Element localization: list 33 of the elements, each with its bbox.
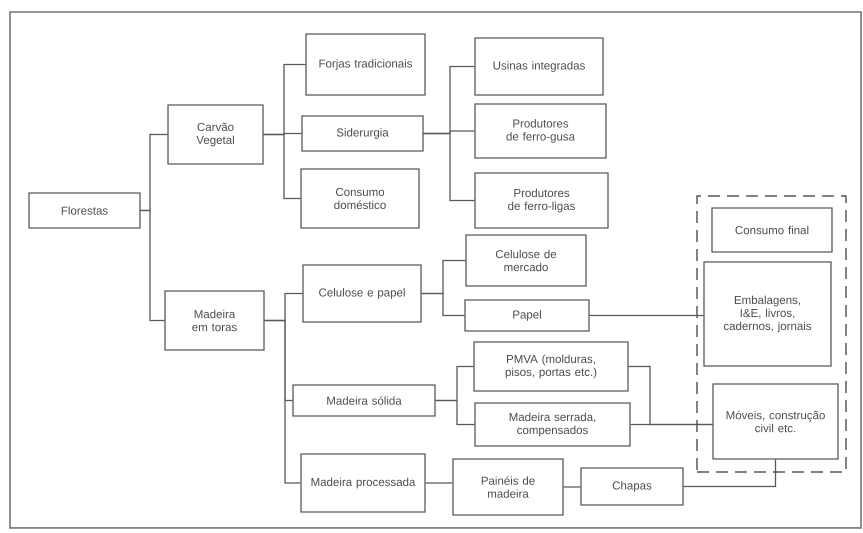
process-box: Florestas (28, 192, 141, 229)
connector-line (630, 424, 712, 426)
process-box: Produtores de ferro-gusa (474, 103, 607, 159)
connector-line (436, 400, 474, 426)
process-box: Celulose e papel (302, 264, 422, 323)
process-box: Carvão Vegetal (167, 104, 264, 165)
process-box: Chapas (580, 467, 684, 506)
dashed-group-box (696, 195, 847, 473)
connector-line (424, 132, 474, 202)
process-box: Siderurgia (301, 115, 424, 152)
connector-line (426, 482, 452, 484)
process-box: Embalagens, I&E, livros, cadernos, jornais (703, 261, 832, 367)
connector-line (264, 134, 300, 200)
connector-line (564, 486, 580, 488)
process-box: Madeira processada (300, 453, 426, 513)
connector-line (422, 292, 464, 316)
process-box: Forjas tradicionais (305, 33, 426, 96)
process-box: PMVA (molduras, pisos, portas etc.) (473, 341, 629, 392)
connector-line (590, 314, 704, 316)
connector-line (684, 460, 776, 488)
connector-line (140, 210, 164, 322)
process-box: Produtores de ferro-ligas (474, 172, 609, 229)
process-box: Papel (464, 299, 590, 332)
process-box: Usinas integradas (474, 37, 604, 96)
process-box: Madeira sólida (292, 384, 436, 417)
process-box: Móveis, construção civil etc. (712, 383, 839, 460)
process-box: Madeira em toras (164, 290, 265, 351)
process-box: Celulose de mercado (465, 234, 587, 287)
process-box: Madeira serrada, compensados (474, 402, 631, 447)
connector-line (264, 320, 300, 484)
process-box: Consumo final (711, 207, 833, 253)
process-box: Consumo doméstico (300, 168, 420, 229)
process-box: Painéis de madeira (452, 458, 564, 516)
